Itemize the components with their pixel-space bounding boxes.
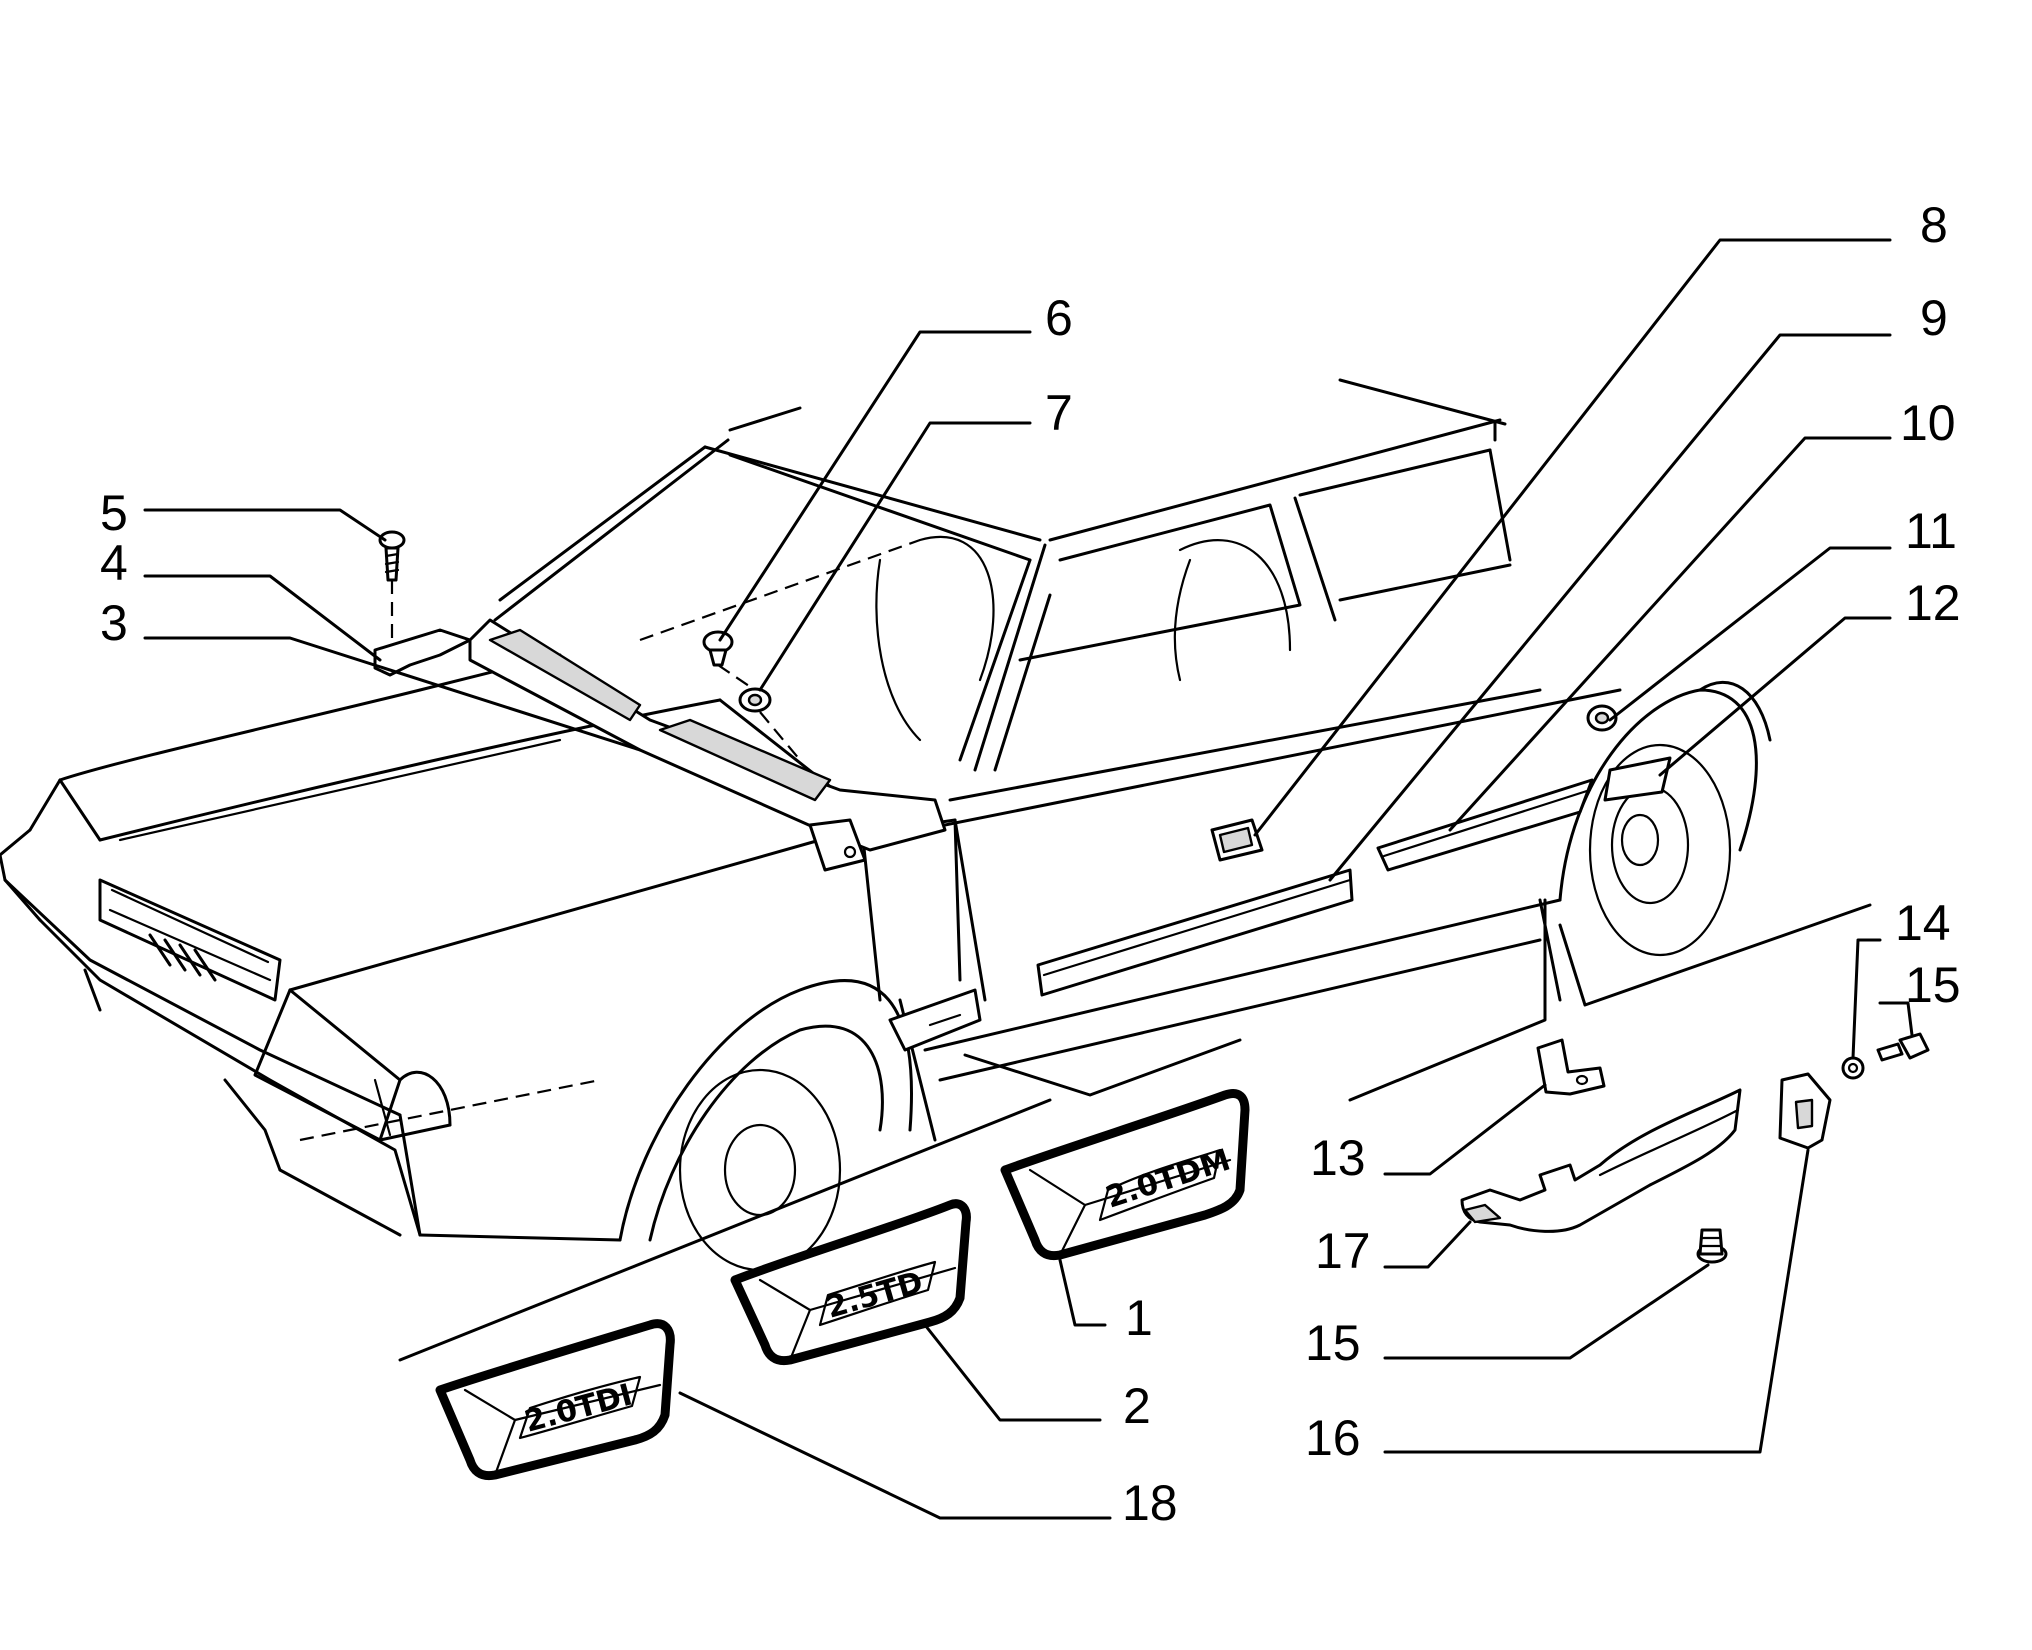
- washer-14: [1841, 1056, 1865, 1080]
- callout-labels: 5 4 3 6 7 8 9 10 11 12 14 15 13 17 15 16…: [100, 197, 1961, 1531]
- bolt-15-upper: [1876, 1032, 1930, 1062]
- callout-12: 12: [1905, 575, 1961, 631]
- sill-guard-17: [1460, 1088, 1742, 1233]
- callout-13: 13: [1310, 1130, 1366, 1186]
- callout-6: 6: [1045, 290, 1073, 346]
- cowl-end-bracket-4: [373, 628, 472, 677]
- callout-15-lower: 15: [1305, 1315, 1361, 1371]
- callout-15-upper: 15: [1905, 957, 1961, 1013]
- leader-lines: [143, 238, 1914, 1520]
- badge-1-2-0-tdm: 2.0TDM: [1000, 1089, 1250, 1261]
- bolt-15-lower: [1696, 1228, 1728, 1264]
- callout-9: 9: [1920, 290, 1948, 346]
- callout-3: 3: [100, 595, 128, 651]
- callout-8: 8: [1920, 197, 1948, 253]
- quarter-moulding-12: [1603, 756, 1672, 802]
- door-handle-escutcheon-8: [1210, 818, 1264, 862]
- callout-18: 18: [1122, 1475, 1178, 1531]
- screw-5: [378, 530, 406, 645]
- callout-1: 1: [1125, 1290, 1153, 1346]
- front-door-moulding-9: [1036, 868, 1354, 997]
- callout-17: 17: [1315, 1223, 1371, 1279]
- callout-11: 11: [1905, 503, 1957, 559]
- fender-badge-location: [398, 988, 1242, 1362]
- sill-end-cap-16: [1778, 1072, 1832, 1150]
- badge-2-2-5-td: 2.5TD: [730, 1199, 971, 1366]
- grommet-7: [738, 687, 801, 761]
- rear-door-moulding-10: [1376, 778, 1594, 872]
- sill-bracket-13: [1536, 1038, 1606, 1096]
- callout-7: 7: [1045, 385, 1073, 441]
- callout-2: 2: [1123, 1378, 1151, 1434]
- callout-4: 4: [100, 535, 128, 591]
- callout-5: 5: [100, 485, 128, 541]
- callout-10: 10: [1900, 395, 1956, 451]
- badge-18-2-0-tdi: 2.0TDI: [435, 1319, 675, 1481]
- clip-6: [702, 630, 756, 691]
- callout-16: 16: [1305, 1410, 1361, 1466]
- car-body-outline: [0, 378, 1772, 1272]
- rear-grommet-11: [1586, 704, 1618, 732]
- cowl-panel-3: [468, 618, 947, 872]
- callout-14: 14: [1895, 895, 1951, 951]
